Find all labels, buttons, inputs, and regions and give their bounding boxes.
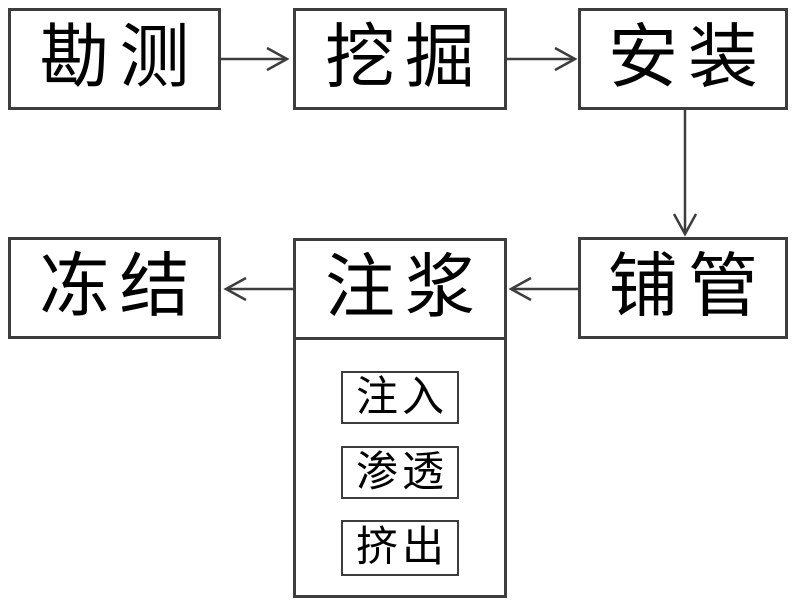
node-excavation: 挖掘: [293, 8, 507, 110]
node-survey: 勘测: [8, 8, 221, 110]
subnode-permeation: 渗透: [341, 446, 459, 499]
subnode-injection: 注入: [341, 371, 459, 424]
node-installation: 安装: [578, 8, 788, 110]
node-pipe-laying: 铺管: [578, 237, 788, 339]
node-grouting: 注浆 注入 渗透 挤出: [293, 238, 507, 598]
node-freezing: 冻结: [8, 237, 221, 339]
subnode-extrusion: 挤出: [341, 520, 459, 576]
node-grouting-label: 注浆: [296, 241, 504, 340]
